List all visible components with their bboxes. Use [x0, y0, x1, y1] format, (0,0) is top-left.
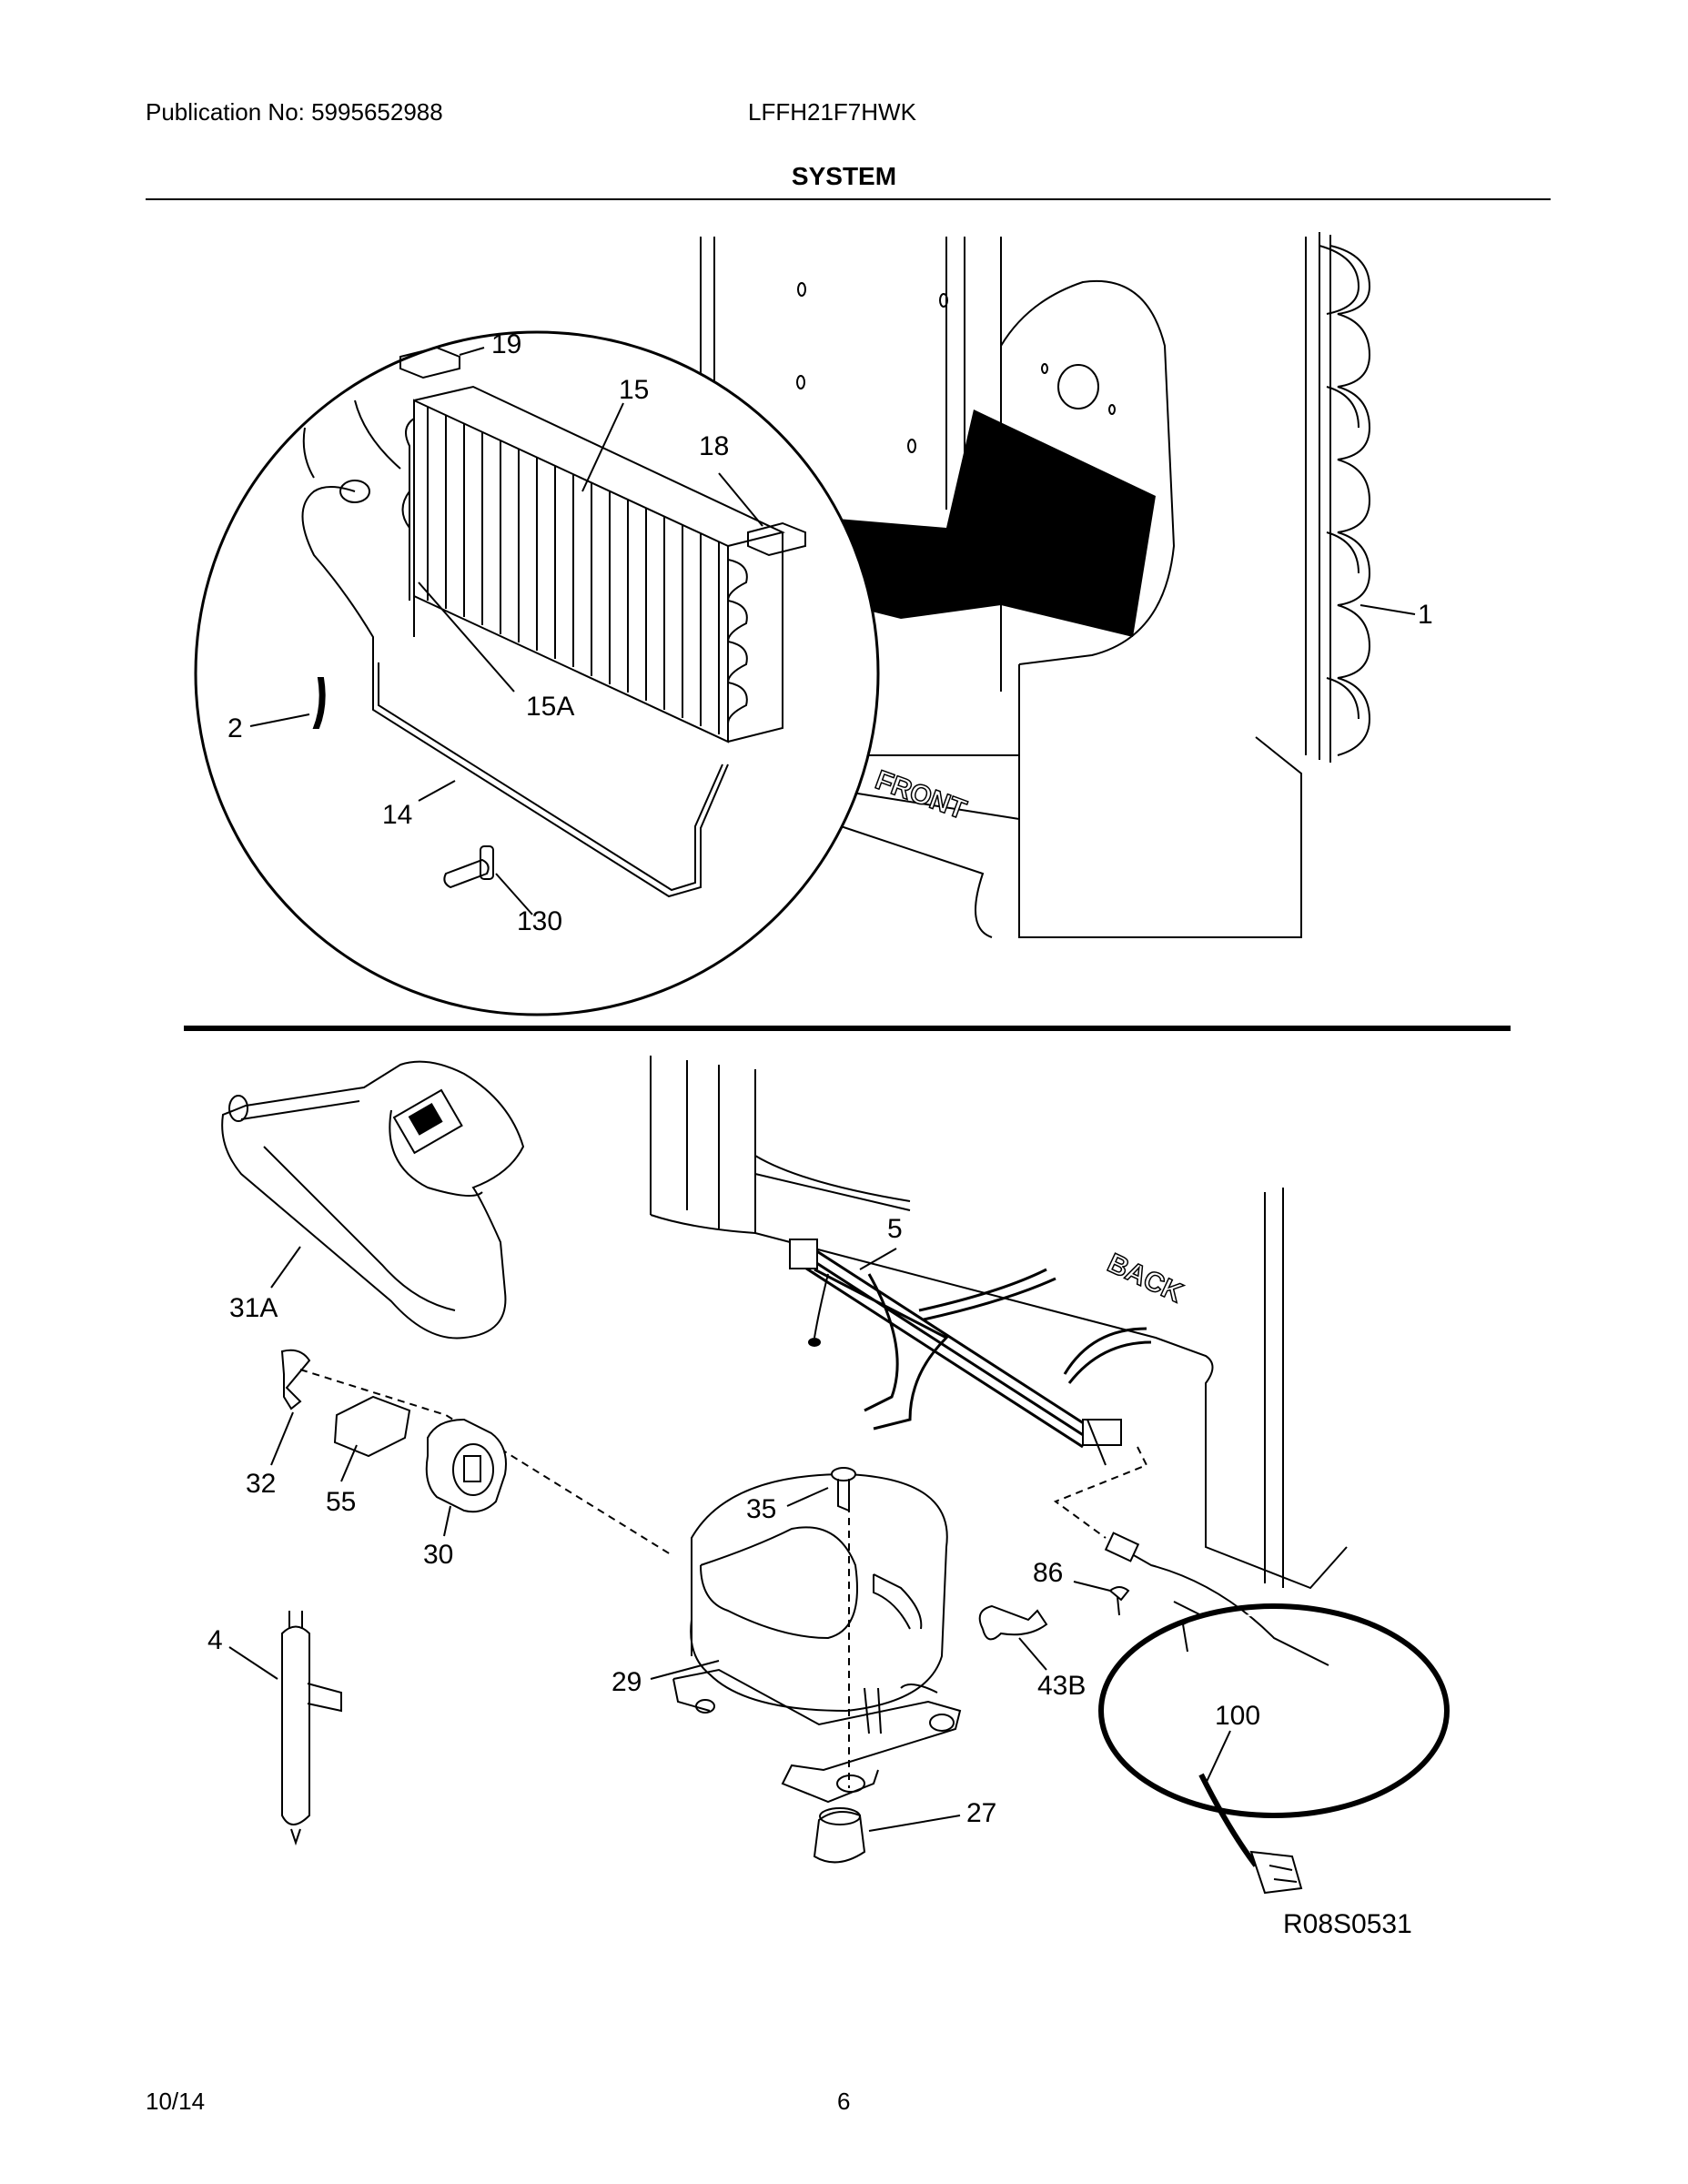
leader-32	[270, 1411, 294, 1466]
callout-19: 19	[491, 329, 521, 359]
drain-pan	[221, 1060, 525, 1340]
publication-number: Publication No: 5995652988	[146, 98, 443, 126]
part-4-drier	[281, 1611, 342, 1846]
callout-1: 1	[1418, 600, 1433, 630]
machine-compartment-outline	[650, 1056, 1348, 1590]
callout-43b: 43B	[1037, 1671, 1086, 1701]
leader-14	[418, 780, 456, 802]
callout-86: 86	[1033, 1558, 1063, 1588]
part-35-bolt	[831, 1467, 856, 1512]
leader-5	[859, 1248, 897, 1270]
front-label: FRONT	[872, 765, 970, 825]
compressor	[672, 1472, 962, 1804]
callout-labels: 19 15 18 15A 2 14 130 1 31A 5 32 55 30 3…	[207, 329, 1433, 1828]
part-43b-clamp	[978, 1604, 1048, 1641]
part-55-overload	[333, 1395, 411, 1458]
callout-31a: 31A	[229, 1293, 278, 1323]
leader-1	[1359, 604, 1416, 615]
power-cord	[1098, 1532, 1450, 1895]
air-duct-channel	[828, 410, 1156, 637]
leader-2	[249, 713, 310, 727]
leader-30	[443, 1505, 451, 1537]
leader-18	[718, 472, 763, 527]
connector-dashed-guide	[1053, 1446, 1148, 1539]
model-number: LFFH21F7HWK	[748, 98, 916, 126]
leader-130	[495, 873, 533, 915]
callout-130: 130	[517, 906, 562, 936]
callout-30: 30	[423, 1540, 453, 1570]
leader-43b	[1018, 1637, 1047, 1671]
leader-55	[340, 1444, 358, 1482]
part-19-block	[399, 346, 460, 379]
callout-4: 4	[207, 1625, 223, 1655]
wire-harness	[789, 1239, 1152, 1466]
leader-27	[868, 1815, 961, 1832]
callout-15a: 15A	[526, 692, 574, 722]
callout-100: 100	[1215, 1701, 1260, 1731]
callout-55: 55	[326, 1487, 356, 1517]
header-rule	[146, 198, 1551, 200]
leader-15	[581, 402, 624, 492]
part-27-grommet	[813, 1807, 866, 1864]
part-130-plug	[443, 858, 490, 889]
section-title: SYSTEM	[791, 162, 897, 190]
leader-86	[1073, 1581, 1111, 1592]
part-2-clip	[312, 677, 326, 729]
leader-4	[228, 1646, 278, 1680]
section-divider	[184, 1026, 1511, 1031]
callout-18: 18	[699, 431, 729, 461]
page-number: 6	[837, 2088, 851, 2115]
callout-35: 35	[746, 1494, 776, 1524]
leader-19	[459, 347, 485, 356]
leader-31a	[270, 1246, 301, 1289]
callout-5: 5	[887, 1214, 903, 1244]
callout-27: 27	[966, 1798, 996, 1828]
callout-15: 15	[619, 375, 649, 405]
leader-35	[786, 1487, 829, 1507]
callout-14: 14	[382, 800, 412, 830]
leader-29	[650, 1660, 720, 1680]
callout-2: 2	[227, 713, 243, 743]
suction-tube	[372, 664, 729, 898]
part-18-block	[747, 521, 806, 557]
part-30-relay	[425, 1418, 507, 1513]
evaporator	[401, 385, 785, 743]
defrost-wire	[301, 486, 374, 664]
leader-100	[1205, 1730, 1231, 1785]
leader-15a	[418, 581, 515, 693]
detail-circle	[194, 330, 880, 1016]
part-86-screw	[1108, 1586, 1130, 1616]
back-label: BACK	[1103, 1248, 1188, 1309]
condenser-coil	[1305, 232, 1371, 763]
publication-date: 10/14	[146, 2088, 206, 2115]
callout-32: 32	[246, 1469, 276, 1499]
callout-29: 29	[612, 1667, 642, 1697]
drawing-id: R08S0531	[1283, 1909, 1412, 1939]
part-32-clip	[280, 1349, 311, 1410]
